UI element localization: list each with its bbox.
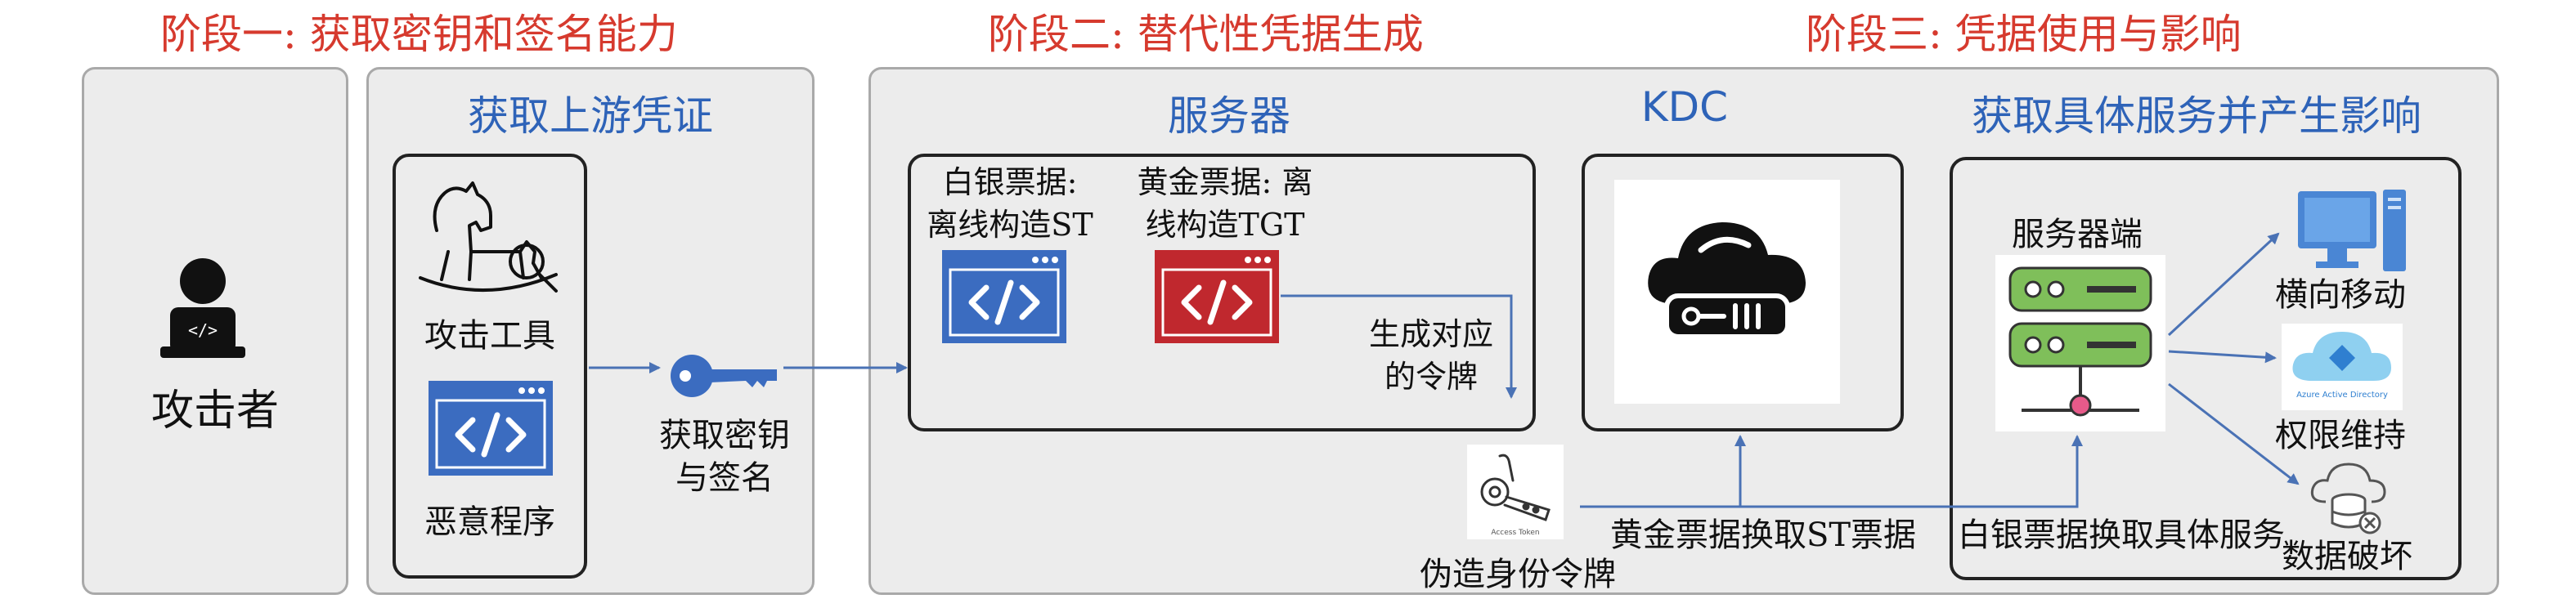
persistence-label: 权限维持: [2275, 417, 2406, 454]
server-title: 服务器: [1168, 92, 1290, 140]
kdc-cloud-server-icon: [1648, 222, 1806, 339]
silver-ticket-line1: 白银票据:: [942, 164, 1078, 200]
data-destruction-icon: [2310, 463, 2386, 534]
upstream-inner-box: [393, 154, 587, 579]
arrow-golden-to-token: [1281, 294, 1517, 399]
forged-token-label: 伪造身份令牌: [1420, 556, 1616, 593]
silver-exchange-label: 白银票据换取具体服务: [1958, 516, 2285, 554]
stage3-title: 阶段三: 凭据使用与影响: [1806, 11, 2242, 58]
stage1-title: 阶段一: 获取密钥和签名能力: [160, 11, 678, 58]
silver-code-icon: [942, 250, 1066, 343]
azure-ad-icon: Azure Active Directory: [2282, 324, 2403, 410]
impact-title: 获取具体服务并产生影响: [1972, 92, 2421, 140]
gen-token-line1: 生成对应: [1368, 316, 1493, 352]
computer-icon: [2298, 190, 2406, 271]
impact-inner-box: [1950, 157, 2462, 580]
access-token-caption: Access Token: [1491, 529, 1539, 537]
silver-ticket-line2: 离线构造ST: [927, 207, 1093, 243]
arrow-to-destruction: [2168, 382, 2300, 485]
upstream-title: 获取上游凭证: [468, 92, 713, 140]
access-token-icon: Access Token: [1467, 445, 1564, 539]
key-icon: [671, 355, 777, 397]
server-rack-icon: [2008, 266, 2152, 417]
malware-code-icon: [429, 381, 553, 476]
kdc-title: KDC: [1640, 83, 1729, 131]
golden-exchange-label: 黄金票据换取ST票据: [1609, 516, 1917, 554]
attack-tool-label: 攻击工具: [424, 317, 555, 355]
rocking-horse-icon: [419, 181, 558, 293]
hacker-icon: </>: [160, 258, 245, 358]
attacker-panel: [82, 67, 348, 595]
azure-caption: Azure Active Directory: [2296, 391, 2388, 400]
key-label-line2: 与签名: [675, 459, 774, 497]
arrow-token-to-kdc: [1580, 435, 1746, 508]
arrow-to-persistence: [2168, 350, 2277, 364]
stage2-title: 阶段二: 替代性凭据生成: [988, 11, 1424, 58]
gen-token-line2: 的令牌: [1384, 359, 1478, 395]
golden-code-icon: [1155, 250, 1279, 343]
key-label-line1: 获取密钥: [659, 417, 790, 454]
arrow-token-to-server-end: [1740, 435, 2083, 508]
kdc-inner-box: [1582, 154, 1904, 431]
svg-text:</>: </>: [188, 320, 218, 340]
data-destruction-label: 数据破坏: [2282, 538, 2412, 575]
lateral-movement-label: 横向移动: [2275, 276, 2406, 314]
server-end-label: 服务器端: [2012, 216, 2143, 253]
server-inner-box: [908, 154, 1536, 431]
arrow-to-lateral: [2167, 232, 2280, 337]
malware-label: 恶意程序: [424, 503, 555, 541]
golden-ticket-line1: 黄金票据: 离: [1137, 164, 1313, 200]
attacker-label: 攻击者: [150, 387, 279, 436]
golden-ticket-line2: 线构造TGT: [1145, 207, 1305, 243]
